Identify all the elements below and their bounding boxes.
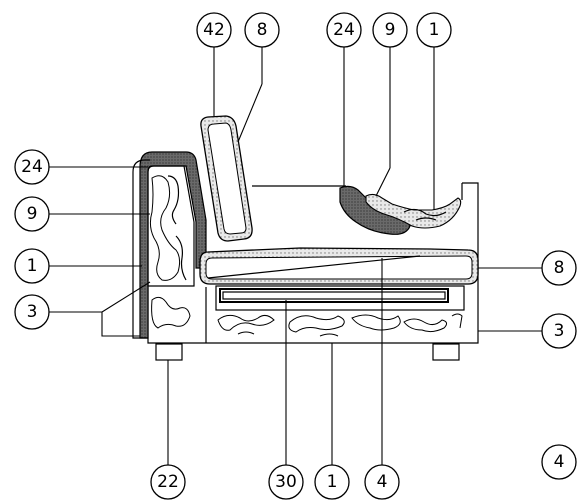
callout-label: 8: [554, 258, 565, 278]
callout-left-24: 24: [14, 149, 50, 185]
callout-label: 1: [429, 20, 440, 40]
callout-label: 1: [327, 472, 338, 492]
callout-bottom-22: 22: [150, 464, 186, 500]
callout-top-9: 9: [372, 12, 408, 48]
callout-bottom-30: 30: [268, 464, 304, 500]
sofa-feet: [155, 343, 460, 361]
frame-padding-1: [217, 313, 463, 337]
callout-top-8: 8: [244, 12, 280, 48]
callout-label: 4: [554, 452, 565, 472]
callout-label: 30: [275, 472, 297, 492]
callout-bottom-4: 4: [364, 464, 400, 500]
back-cushion: [200, 115, 253, 242]
callout-right-3: 3: [541, 313, 577, 349]
callout-top-24: 24: [326, 12, 362, 48]
callout-left-9: 9: [14, 196, 50, 232]
leader-lines: [48, 46, 542, 466]
callout-left-1: 1: [14, 248, 50, 284]
callout-left-3: 3: [14, 294, 50, 330]
seat-cushion: [199, 247, 479, 285]
callout-label: 9: [385, 20, 396, 40]
callout-label: 42: [203, 20, 225, 40]
callout-right-8: 8: [541, 250, 577, 286]
callout-label: 3: [27, 302, 38, 322]
callout-label: 24: [21, 157, 43, 177]
callout-label: 8: [257, 20, 268, 40]
armrest: [132, 151, 207, 339]
callout-label: 4: [377, 472, 388, 492]
callout-top-42: 42: [196, 12, 232, 48]
callout-right-4: 4: [541, 444, 577, 480]
callout-bottom-1: 1: [314, 464, 350, 500]
sofa-frame: [147, 182, 479, 344]
callout-top-1: 1: [416, 12, 452, 48]
seat-back-padding: [252, 185, 462, 235]
callout-label: 22: [157, 472, 179, 492]
callout-label: 9: [27, 204, 38, 224]
callout-label: 3: [554, 321, 565, 341]
callout-label: 24: [333, 20, 355, 40]
callout-label: 1: [27, 256, 38, 276]
